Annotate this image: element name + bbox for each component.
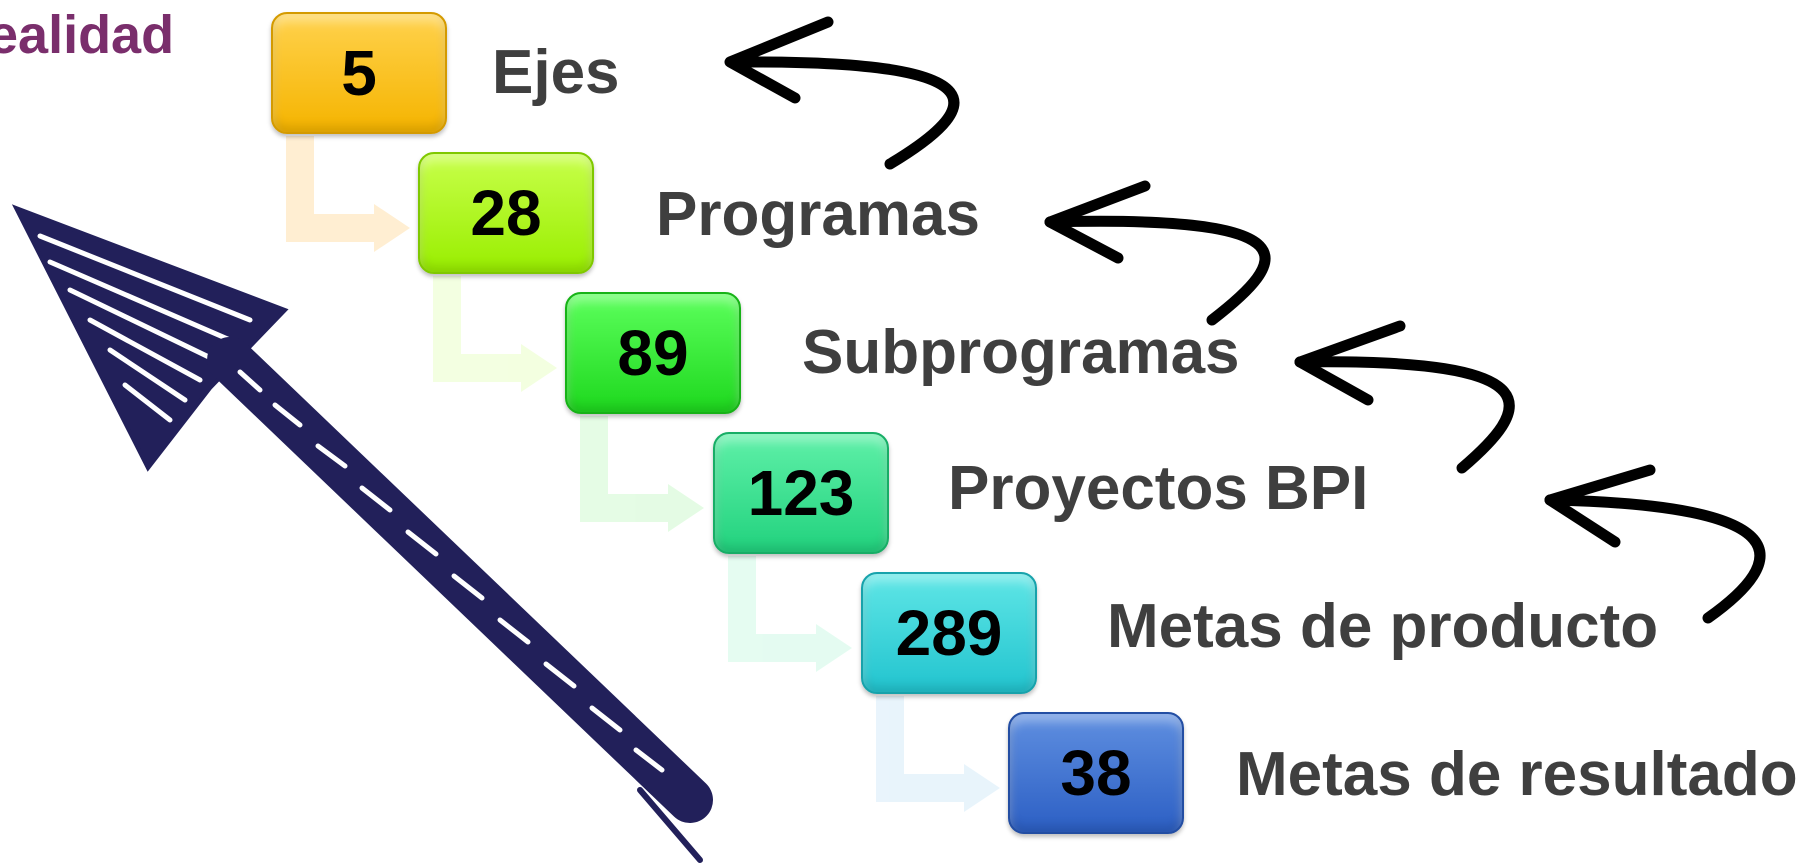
- label-metas-producto: Metas de producto: [1107, 592, 1659, 661]
- curved-return-arrow-icon: [1544, 464, 1766, 624]
- value-box-metas-resultado: 38: [1008, 712, 1184, 834]
- connector-arrow-icon: [433, 276, 557, 392]
- curved-return-arrow-icon: [1294, 320, 1515, 474]
- connector-arrow-icon: [876, 696, 1000, 812]
- curved-return-arrow-icon: [724, 16, 960, 170]
- label-programas: Programas: [656, 180, 980, 249]
- value-metas-producto: 289: [895, 597, 1003, 669]
- connector-arrow-icon: [286, 136, 410, 252]
- curved-return-arrow-icon: [1044, 180, 1271, 326]
- connector-arrow-icon: [728, 556, 852, 672]
- value-box-subprogramas: 89: [565, 292, 741, 414]
- label-subprogramas: Subprogramas: [802, 318, 1240, 387]
- value-box-programas: 28: [418, 152, 594, 274]
- label-ejes: Ejes: [492, 38, 620, 107]
- connector-arrow-icon: [580, 416, 704, 532]
- label-proyectos: Proyectos BPI: [948, 454, 1369, 523]
- value-box-metas-producto: 289: [861, 572, 1037, 694]
- value-box-proyectos: 123: [713, 432, 889, 554]
- label-metas-resultado: Metas de resultado: [1236, 740, 1798, 809]
- value-box-ejes: 5: [271, 12, 447, 134]
- value-ejes: 5: [341, 37, 377, 109]
- value-metas-resultado: 38: [1060, 737, 1132, 809]
- value-subprogramas: 89: [617, 317, 689, 389]
- value-programas: 28: [470, 177, 542, 249]
- top-word: ealidad: [0, 5, 175, 65]
- value-proyectos: 123: [747, 457, 855, 529]
